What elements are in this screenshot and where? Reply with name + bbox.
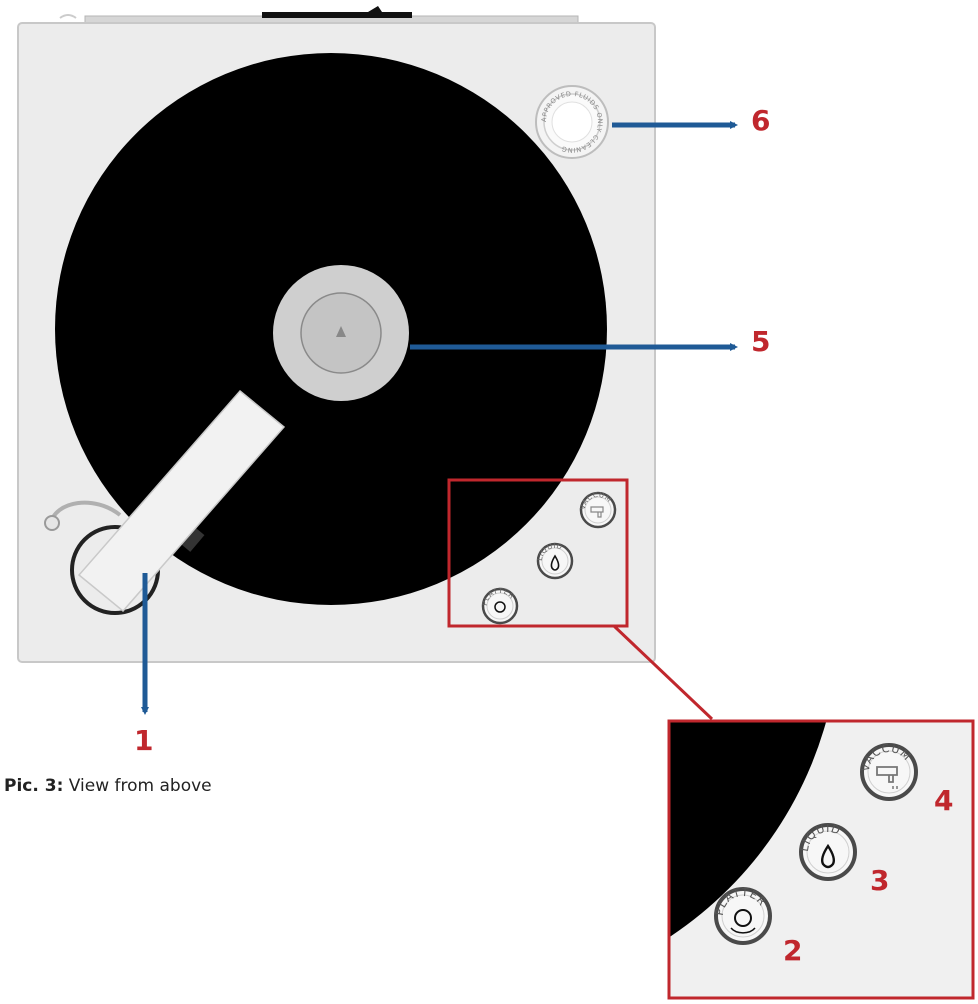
controls-highlight-box: [447, 478, 629, 628]
callout-number-3: 3: [870, 864, 889, 897]
callout-number-4: 4: [934, 784, 953, 817]
lid-hinge: [59, 6, 579, 25]
liquid-button[interactable]: LIQUID: [536, 542, 574, 580]
vacuum-button-zoomed[interactable]: VACCUM: [859, 742, 918, 801]
liquid-button-zoomed[interactable]: LIQUID: [798, 822, 857, 881]
callout-number-1: 1: [134, 724, 153, 757]
platter-button[interactable]: PLATTER: [481, 587, 519, 625]
arm[interactable]: [77, 389, 286, 613]
callout-number-6: 6: [751, 104, 770, 137]
caption-label: Pic. 3:: [4, 776, 64, 796]
platter-button-zoomed[interactable]: PLATTER: [713, 886, 772, 945]
caption-text: View from above: [68, 776, 212, 796]
figure-caption: Pic. 3: View from above: [4, 776, 212, 796]
center-spindle: [273, 265, 409, 401]
callout-number-5: 5: [751, 325, 770, 358]
controls-zoom-panel: VACCUM LIQUID PLATTER: [667, 719, 975, 1000]
vacuum-button[interactable]: VACCUM: [579, 491, 617, 529]
callout-number-2: 2: [783, 934, 802, 967]
fluid-cap[interactable]: APPROVED FLUIDS ONLY CLEANING: [535, 85, 609, 159]
zoom-connector-line: [612, 624, 714, 721]
